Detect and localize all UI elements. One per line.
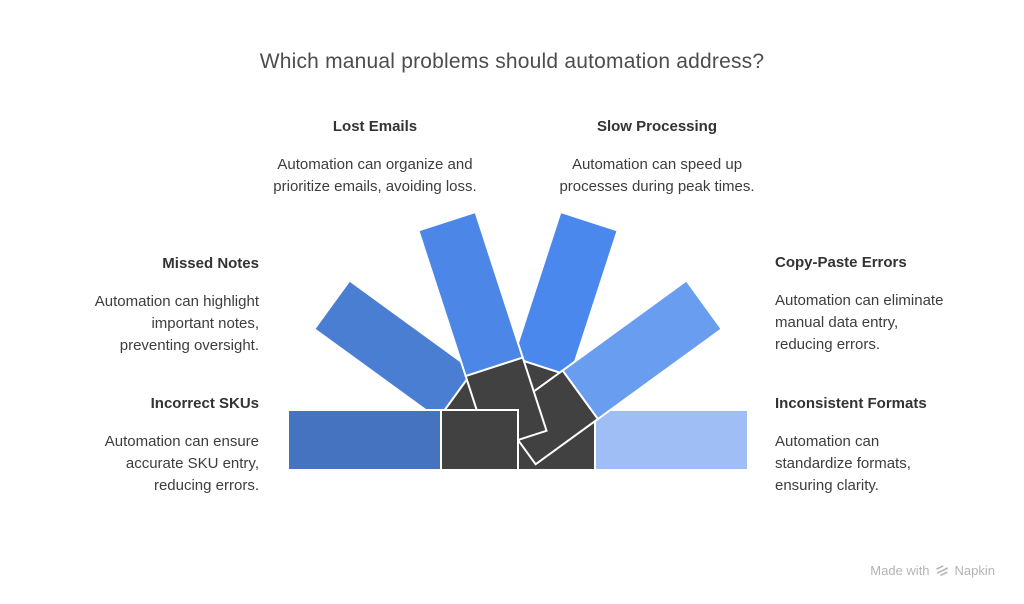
- label-lost-emails: Lost Emails Automation can organize and …: [245, 117, 505, 198]
- label-body: Automation can eliminate manual data ent…: [775, 292, 944, 353]
- label-body: Automation can highlight important notes…: [94, 293, 259, 354]
- fan-blade-copy-paste-errors: [498, 279, 724, 466]
- label-body: Automation can speed up processes during…: [559, 156, 755, 195]
- watermark-made-with: Made with: [870, 563, 930, 578]
- label-inconsistent-formats: Inconsistent Formats Automation can stan…: [775, 394, 1005, 497]
- label-slow-processing: Slow Processing Automation can speed up …: [527, 117, 787, 198]
- label-heading: Missed Notes: [162, 255, 259, 272]
- label-heading: Copy-Paste Errors: [775, 254, 907, 271]
- label-missed-notes: Missed Notes Automation can highlight im…: [29, 254, 259, 357]
- label-body: Automation can ensure accurate SKU entry…: [104, 433, 259, 494]
- label-body: Automation can standardize formats, ensu…: [775, 433, 911, 494]
- watermark-brand: Napkin: [954, 563, 995, 578]
- label-copy-paste-errors: Copy-Paste Errors Automation can elimina…: [775, 253, 1005, 356]
- page-title: Which manual problems should automation …: [259, 50, 765, 73]
- fan-blade-incorrect-skus: [287, 409, 519, 471]
- label-incorrect-skus: Incorrect SKUs Automation can ensure acc…: [29, 394, 259, 497]
- label-body: Automation can organize and prioritize e…: [273, 156, 477, 195]
- made-with-napkin-link[interactable]: Made with Napkin: [870, 563, 995, 578]
- label-heading: Lost Emails: [332, 118, 418, 135]
- label-heading: Inconsistent Formats: [775, 395, 927, 412]
- napkin-logo-icon: [935, 563, 950, 578]
- label-heading: Slow Processing: [596, 118, 718, 135]
- label-heading: Incorrect SKUs: [150, 395, 259, 412]
